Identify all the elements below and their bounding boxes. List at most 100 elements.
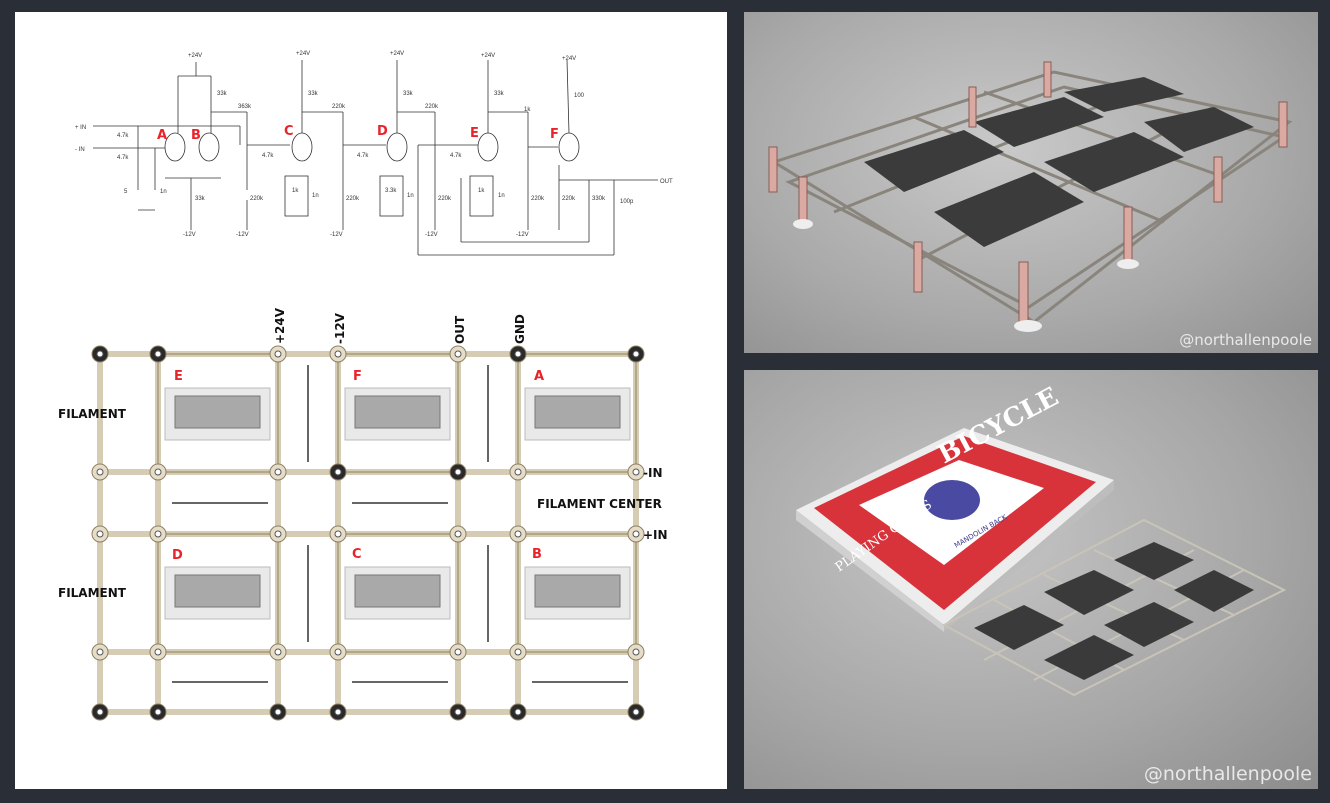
frame-node-hole [454, 708, 462, 716]
frame-node-hole [632, 350, 640, 358]
component-value: 3.3k [385, 188, 397, 194]
frame-node-hole [274, 350, 282, 358]
frame-node-hole [454, 648, 462, 656]
component-value: 363k [238, 104, 252, 110]
supply-label: -12V [183, 232, 196, 238]
label-pos-in: +IN [643, 528, 668, 542]
size-comparison-render: BICYCLE PLAYING CARDS MANDOLIN BACK [796, 382, 1287, 697]
component-value: 4.7k [450, 153, 462, 159]
frame-node-hole [334, 708, 342, 716]
frame-node-hole [454, 350, 462, 358]
component-value: 220k [425, 104, 439, 110]
frame-node-hole [154, 468, 162, 476]
frame-node-hole [514, 468, 522, 476]
supply-label: +24V [296, 51, 310, 57]
frame-node-hole [96, 530, 104, 538]
tube-label-a: A [157, 128, 167, 143]
label-filament-top: FILAMENT [58, 407, 127, 421]
frame-node-hole [274, 708, 282, 716]
tube-label-f: F [550, 127, 559, 142]
component-value: 1k [524, 107, 531, 113]
supply-label: +24V [390, 51, 404, 57]
component-value: 33k [195, 196, 206, 202]
component-value: 330k [592, 196, 606, 202]
frame-node-hole [154, 350, 162, 358]
component-value: 4.7k [117, 155, 129, 161]
schematic-labels: A B C D E F +24V +24V +24V +24V +24V -12… [75, 51, 673, 238]
frame-node-hole [334, 648, 342, 656]
layout-tube-a: A [534, 369, 544, 384]
frame-node-hole [154, 708, 162, 716]
circuit-render [768, 61, 1293, 332]
schematic [93, 59, 658, 256]
frame-node-hole [96, 350, 104, 358]
supply-label: -12V [236, 232, 249, 238]
component-value: 33k [403, 91, 414, 97]
component-value: 1k [292, 188, 299, 194]
frame-node-hole [454, 530, 462, 538]
circuit-miniature [941, 518, 1287, 697]
frame-node-hole [334, 350, 342, 358]
label-filament-center: FILAMENT CENTER [537, 497, 662, 511]
component-value: 4.7k [117, 133, 129, 139]
frame-node-hole [514, 708, 522, 716]
label-filament-bottom: FILAMENT [58, 586, 127, 600]
supply-label: -12V [425, 232, 438, 238]
component-value: 33k [494, 91, 505, 97]
frame-node-hole [514, 350, 522, 358]
component-value: 1n [160, 189, 167, 195]
component-value: 1n [498, 193, 505, 199]
component-value: 100p [620, 199, 634, 205]
component-value: 220k [531, 196, 545, 202]
input-label: + IN [75, 125, 86, 131]
component-value: 33k [308, 91, 319, 97]
input-label: - IN [75, 147, 85, 153]
component-value: 220k [346, 196, 360, 202]
layout-labels: +24V -12V OUT GND FILAMENT FILAMENT FILA… [58, 307, 668, 600]
label-neg-in: -IN [643, 466, 663, 480]
layout-tube-c: C [352, 547, 362, 562]
frame-node-hole [454, 468, 462, 476]
frame-node-hole [154, 648, 162, 656]
wires [172, 365, 628, 683]
layout-tube-e: E [174, 369, 183, 384]
component-value: 100 [574, 93, 585, 99]
supply-label: +24V [562, 56, 576, 62]
layout-tube-f: F [353, 369, 362, 384]
frame-node-hole [514, 530, 522, 538]
diagram-panel: A B C D E F +24V +24V +24V +24V +24V -12… [15, 12, 727, 789]
frame-node-hole [632, 468, 640, 476]
label-gnd: GND [513, 314, 527, 344]
schematic-and-layout: A B C D E F +24V +24V +24V +24V +24V -12… [58, 51, 673, 721]
component-value: 1k [478, 188, 485, 194]
render-bottom-panel: BICYCLE PLAYING CARDS MANDOLIN BACK @nor… [744, 370, 1318, 789]
frame-node-hole [96, 708, 104, 716]
frame-nodes [91, 345, 645, 721]
frame-node-hole [632, 648, 640, 656]
frame-node-hole [514, 648, 522, 656]
watermark: @northallenpoole [1179, 331, 1312, 349]
component-value: 220k [562, 196, 576, 202]
tube-grids [174, 395, 621, 608]
render-top-panel: @northallenpoole [744, 12, 1318, 353]
frame-node-hole [154, 530, 162, 538]
supply-label: -12V [516, 232, 529, 238]
tube-label-b: B [191, 128, 201, 143]
component-value: 220k [438, 196, 452, 202]
component-value: 4.7k [357, 153, 369, 159]
watermark: @northallenpoole [1143, 763, 1312, 785]
frame-node-hole [334, 468, 342, 476]
component-value: 1n [407, 193, 414, 199]
tube-symbols [164, 132, 580, 162]
component-value: 1n [312, 193, 319, 199]
supply-label: +24V [188, 53, 202, 59]
component-value: 33k [217, 91, 228, 97]
label-out: OUT [453, 315, 467, 344]
tube-label-c: C [284, 124, 294, 139]
frame-node-hole [274, 648, 282, 656]
frame-node-hole [274, 468, 282, 476]
component-value: 220k [332, 104, 346, 110]
output-label: OUT [660, 179, 673, 185]
label-plus-24v: +24V [273, 307, 287, 344]
frame-rail-edges [157, 353, 637, 653]
